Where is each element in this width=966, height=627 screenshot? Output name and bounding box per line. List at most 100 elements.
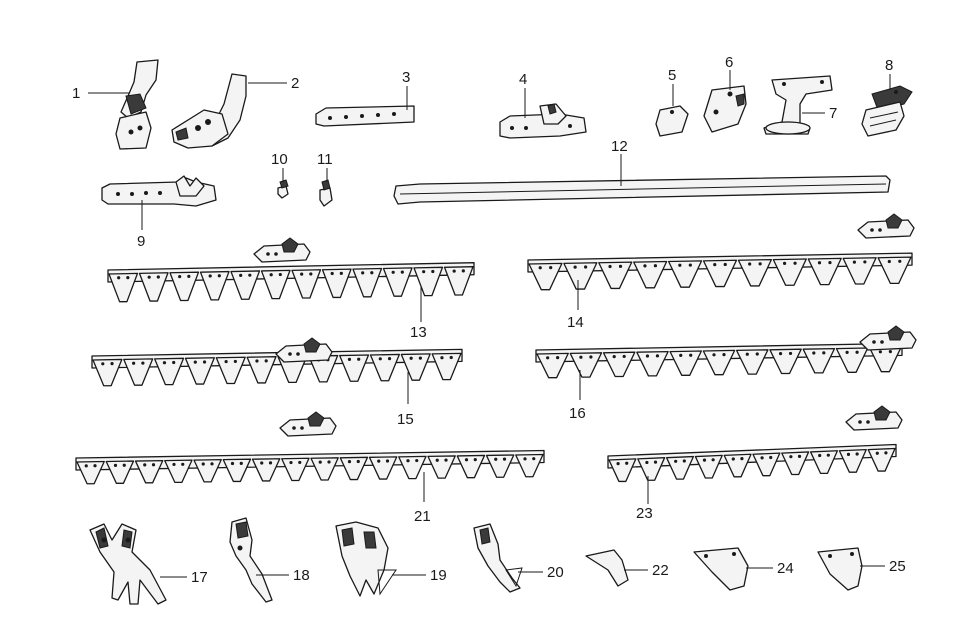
knife-rivet [162, 361, 167, 365]
knife-back-bar [107, 262, 475, 283]
knife-section [877, 256, 912, 285]
knife-rivet [377, 459, 381, 463]
part-14-label: 14 [567, 314, 584, 331]
knife-rivet [239, 273, 243, 277]
part-12-drawing [393, 175, 891, 205]
knife-rivet [464, 458, 469, 462]
knife-rivet [147, 275, 151, 279]
knife-rivet [546, 356, 550, 360]
knife-section [427, 455, 456, 479]
knife-section [633, 260, 668, 289]
knife-section [382, 267, 413, 297]
knife-rivet [502, 457, 507, 461]
knife-rivet [898, 259, 902, 263]
knife-rivet [132, 361, 136, 365]
knife-rivet [740, 457, 744, 461]
knife-rivet [239, 461, 243, 465]
knife-rivet [826, 453, 830, 457]
knife-section [369, 353, 400, 382]
knife-head-rivet [274, 252, 278, 256]
knife-rivet [255, 359, 259, 363]
knife-section [76, 460, 105, 485]
knife-back-bar [75, 449, 545, 471]
knife-section [563, 262, 598, 290]
knife-head-rivet [292, 426, 296, 430]
knife-rivet [172, 462, 176, 467]
part-21-label: 21 [414, 508, 431, 525]
knife-rivet [357, 357, 361, 361]
part-17-label: 17 [191, 569, 208, 586]
knife-rivet [812, 351, 816, 355]
knife-rivet [653, 264, 658, 268]
knife-rivet [143, 463, 147, 467]
knife-rivet [210, 462, 214, 466]
knife-rivet [722, 353, 726, 357]
knife-rivet [789, 455, 793, 459]
knife-head [275, 343, 333, 363]
knife-section [835, 347, 869, 373]
part-16-knife-assembly [535, 325, 917, 379]
knife-head-rivet [288, 352, 292, 356]
knife-rivet [400, 270, 404, 274]
knife-rivet [855, 350, 859, 354]
part-4-label: 4 [519, 71, 527, 88]
knife-section [802, 347, 836, 374]
knife-rivet [440, 356, 444, 360]
part-14-knife-assembly [527, 213, 915, 291]
knife-rivet [674, 459, 678, 463]
knife-rivet [309, 272, 313, 276]
knife-rivet [361, 271, 365, 275]
knife-rivet [289, 460, 293, 465]
knife-rivet [863, 260, 867, 264]
knife-section [230, 270, 261, 300]
knife-head-rivet [870, 228, 874, 232]
knife-rivet [409, 356, 413, 360]
knife-rivet [449, 355, 453, 360]
knife-section [735, 349, 769, 375]
knife-rivet [260, 461, 264, 465]
knife-rivet [473, 458, 477, 462]
part-6-label: 6 [725, 54, 733, 71]
knife-section [637, 457, 666, 481]
knife-rivet [688, 263, 692, 267]
knife-rivet [846, 452, 851, 456]
knife-section [154, 357, 185, 386]
knife-rivet [494, 457, 498, 461]
knife-rivet [385, 459, 390, 463]
knife-section [667, 260, 703, 288]
knife-rivet [538, 266, 542, 270]
knife-head [279, 417, 337, 437]
knife-section [251, 458, 281, 482]
part-15-label: 15 [397, 411, 414, 428]
knife-section [368, 456, 398, 480]
knife-section [193, 459, 222, 483]
knife-rivet [584, 265, 588, 269]
knife-rivet [93, 464, 97, 468]
knife-section [123, 358, 154, 386]
part-9-label: 9 [137, 233, 145, 250]
knife-rivet [431, 269, 435, 274]
knife-section [400, 353, 431, 381]
knife-rivet [230, 461, 235, 466]
part-3-label: 3 [402, 69, 410, 86]
knife-rivet [378, 357, 382, 361]
knife-rivet [126, 276, 130, 280]
knife-rivet [748, 262, 752, 266]
part-19-label: 19 [430, 567, 447, 584]
knife-section [702, 349, 736, 376]
knife-rivet [444, 458, 448, 462]
part-15-knife-assembly [91, 337, 463, 387]
knife-section [215, 356, 246, 385]
knife-rivet [679, 353, 683, 357]
knife-rivet [178, 274, 182, 279]
knife-rivet [782, 261, 787, 265]
knife-rivet [435, 458, 439, 462]
knife-rivet [622, 354, 626, 359]
knife-rivet [678, 263, 682, 267]
knife-rivet [264, 359, 268, 363]
part-2-drawing [171, 73, 247, 149]
knife-rivet [822, 351, 826, 355]
part-11-drawing [319, 179, 333, 207]
knife-rivet [327, 460, 331, 464]
knife-rivet [181, 462, 185, 466]
